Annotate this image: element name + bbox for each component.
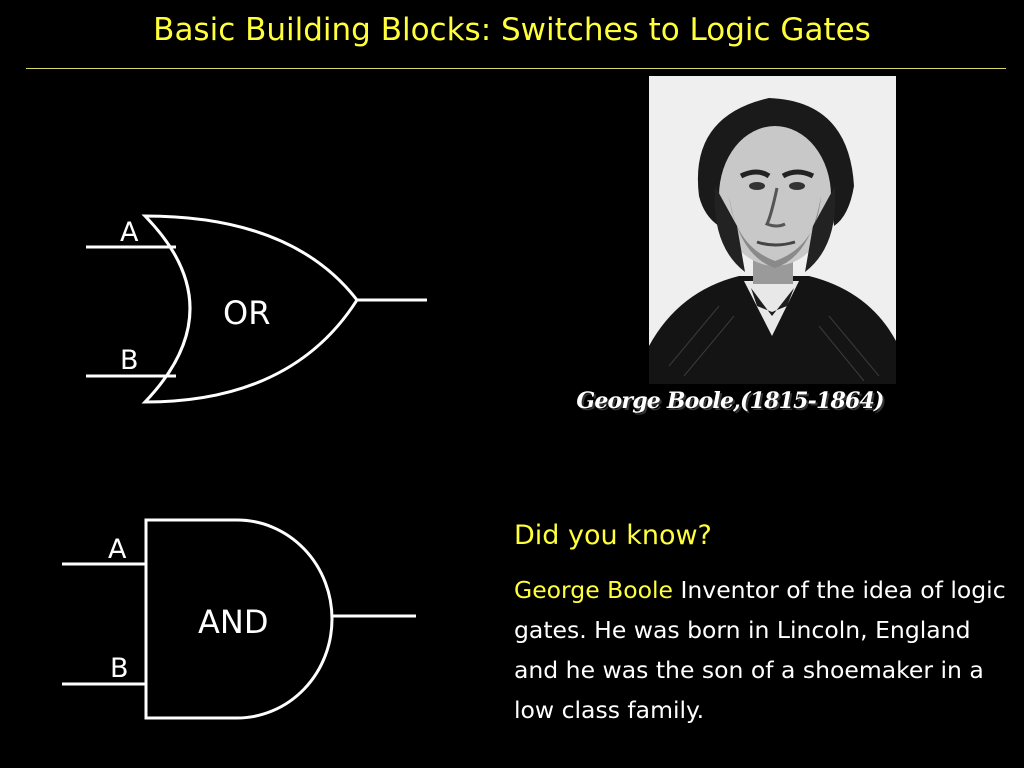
did-you-know-name: George Boole: [514, 576, 674, 604]
portrait-illustration: [649, 76, 896, 384]
george-boole-portrait: [649, 76, 896, 384]
did-you-know-body: George Boole Inventor of the idea of log…: [514, 570, 1014, 730]
and-gate-shape: [144, 518, 334, 720]
or-gate-shape: [141, 214, 359, 404]
title-divider: [26, 68, 1006, 69]
or-gate-label: OR: [223, 294, 270, 332]
and-gate-label: AND: [198, 603, 268, 641]
portrait-caption: George Boole,(1815-1864): [576, 388, 884, 414]
did-you-know-text: Inventor of the idea of logic gates. He …: [514, 576, 1006, 724]
and-input-b-label: B: [110, 653, 129, 684]
slide-title: Basic Building Blocks: Switches to Logic…: [153, 12, 871, 48]
or-input-b-label: B: [120, 345, 139, 376]
or-input-a-label: A: [120, 217, 139, 248]
and-input-a-label: A: [108, 534, 127, 565]
did-you-know-heading: Did you know?: [514, 520, 712, 551]
